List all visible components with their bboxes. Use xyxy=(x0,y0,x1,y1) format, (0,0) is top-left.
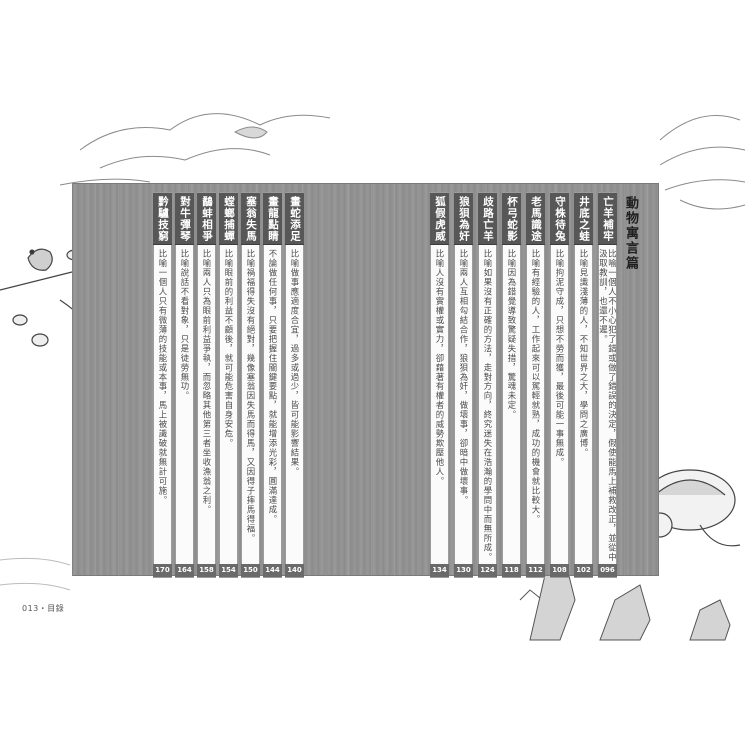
entry-page-number: 158 xyxy=(197,564,216,577)
entry-description: 比喻拘泥守成，只想不勞而獲，最後可能一事無成。 xyxy=(555,249,564,468)
section-title: 動物寓言篇 xyxy=(623,196,638,271)
entry-description: 比喻因為錯覺導致驚疑失措，驚魂未定。 xyxy=(507,249,516,420)
entry-description: 比喻一個人只有微薄的技能或本事，馬上被識破就無計可施。 xyxy=(158,249,167,506)
cloud-right-illustration xyxy=(659,115,746,210)
entry-description: 不論做任何事，只要把握住關鍵要點，就能增添光彩，圓滿達成。 xyxy=(268,249,277,525)
toc-entry[interactable]: 守株待兔 比喻拘泥守成，只想不勞而獲，最後可能一事無成。 108 xyxy=(550,192,569,578)
entry-title: 鷸蚌相爭 xyxy=(197,193,216,245)
entry-title: 對牛彈琴 xyxy=(175,193,194,245)
toc-entry[interactable]: 畫蛇添足 比喻做事應適度合宜，過多或過少，皆可能影響結果。 140 xyxy=(285,192,304,578)
entry-description: 比喻如果沒有正確的方法，走對方向，終究迷失在浩瀚的學問中而無所成。 xyxy=(483,249,492,563)
toc-entry[interactable]: 歧路亡羊 比喻如果沒有正確的方法，走對方向，終究迷失在浩瀚的學問中而無所成。 1… xyxy=(478,192,497,578)
entry-page-number: 144 xyxy=(263,564,282,577)
entry-page-number: 108 xyxy=(550,564,569,577)
entry-title: 塞翁失馬 xyxy=(241,193,260,245)
toc-entry[interactable]: 狼狽為奸 比喻兩人互相勾結合作，狼狽為奸，做壞事，卻暗中做壞事。 130 xyxy=(454,192,473,578)
entry-page-number: 164 xyxy=(175,564,194,577)
entry-page-number: 150 xyxy=(241,564,260,577)
entry-description: 比喻做事應適度合宜，過多或過少，皆可能影響結果。 xyxy=(290,249,299,477)
entry-page-number: 096 xyxy=(598,564,617,577)
toc-entry[interactable]: 鷸蚌相爭 比喻兩人只為眼前利益爭執，而忽略其他第三者坐收漁翁之利。 158 xyxy=(197,192,216,578)
entry-description: 比喻人沒有實權或實力，卻藉著有權者的威勢欺壓他人。 xyxy=(435,249,444,487)
entry-title: 螳螂捕蟬 xyxy=(219,193,238,245)
toc-entry[interactable]: 井底之蛙 比喻見識淺薄的人，不知世界之大，學問之廣博。 102 xyxy=(574,192,593,578)
entry-title: 狐假虎威 xyxy=(430,193,449,245)
toc-entry[interactable]: 亡羊補牢 比喻一個人不小心犯了錯或做了錯誤的決定，假使能馬上補救改正，並從中汲取… xyxy=(598,192,617,578)
entry-description: 比喻有經驗的人，工作起來可以駕輕就熟，成功的機會就比較大。 xyxy=(531,249,540,525)
cloud-left-illustration xyxy=(59,113,331,186)
entry-page-number: 140 xyxy=(285,564,304,577)
entry-title: 歧路亡羊 xyxy=(478,193,497,245)
entry-page-number: 124 xyxy=(478,564,497,577)
entry-title: 井底之蛙 xyxy=(574,193,593,245)
entry-title: 狼狽為奸 xyxy=(454,193,473,245)
turtle-illustration xyxy=(644,469,741,547)
entry-description: 比喻眼前的利益不顧後，就可能危害自身安危。 xyxy=(224,249,233,449)
rocks-illustration xyxy=(519,559,731,641)
entry-title: 杯弓蛇影 xyxy=(502,193,521,245)
toc-entry[interactable]: 塞翁失馬 比喻禍福得失沒有絕對，幾像塞翁因失馬而得馬，又因得子摔馬得福。 150 xyxy=(241,192,260,578)
entry-description: 比喻兩人互相勾結合作，狼狽為奸，做壞事，卻暗中做壞事。 xyxy=(459,249,468,506)
entry-page-number: 118 xyxy=(502,564,521,577)
entry-page-number: 130 xyxy=(454,564,473,577)
entry-description: 比喻見識淺薄的人，不知世界之大，學問之廣博。 xyxy=(579,249,588,458)
entry-page-number: 102 xyxy=(574,564,593,577)
entry-page-number: 154 xyxy=(219,564,238,577)
toc-entry[interactable]: 對牛彈琴 比喻說話不看對象，只是徒勞無功。 164 xyxy=(175,192,194,578)
entry-title: 亡羊補牢 xyxy=(598,193,617,245)
ground-illustration xyxy=(0,557,71,591)
toc-entry[interactable]: 黔驢技窮 比喻一個人只有微薄的技能或本事，馬上被識破就無計可施。 170 xyxy=(153,192,172,578)
entry-title: 畫龍點睛 xyxy=(263,193,282,245)
entry-title: 黔驢技窮 xyxy=(153,193,172,245)
entry-page-number: 134 xyxy=(430,564,449,577)
entry-page-number: 170 xyxy=(153,564,172,577)
toc-entry[interactable]: 螳螂捕蟬 比喻眼前的利益不顧後，就可能危害自身安危。 154 xyxy=(219,192,238,578)
entry-description: 比喻禍福得失沒有絕對，幾像塞翁因失馬而得馬，又因得子摔馬得福。 xyxy=(246,249,255,544)
entry-page-number: 112 xyxy=(526,564,545,577)
toc-entry[interactable]: 杯弓蛇影 比喻因為錯覺導致驚疑失措，驚魂未定。 118 xyxy=(502,192,521,578)
toc-entry[interactable]: 狐假虎威 比喻人沒有實權或實力，卻藉著有權者的威勢欺壓他人。 134 xyxy=(430,192,449,578)
entry-description: 比喻兩人只為眼前利益爭執，而忽略其他第三者坐收漁翁之利。 xyxy=(202,249,211,515)
entry-title: 守株待兔 xyxy=(550,193,569,245)
entry-description: 比喻一個人不小心犯了錯或做了錯誤的決定，假使能馬上補救改正，並從中汲取教訓，也還… xyxy=(598,249,617,563)
page-folio: 013・目錄 xyxy=(22,604,65,613)
entry-description: 比喻說話不看對象，只是徒勞無功。 xyxy=(180,249,189,401)
entry-title: 老馬識途 xyxy=(526,193,545,245)
toc-entry[interactable]: 畫龍點睛 不論做任何事，只要把握住關鍵要點，就能增添光彩，圓滿達成。 144 xyxy=(263,192,282,578)
entry-title: 畫蛇添足 xyxy=(285,193,304,245)
toc-entry[interactable]: 老馬識途 比喻有經驗的人，工作起來可以駕輕就熟，成功的機會就比較大。 112 xyxy=(526,192,545,578)
